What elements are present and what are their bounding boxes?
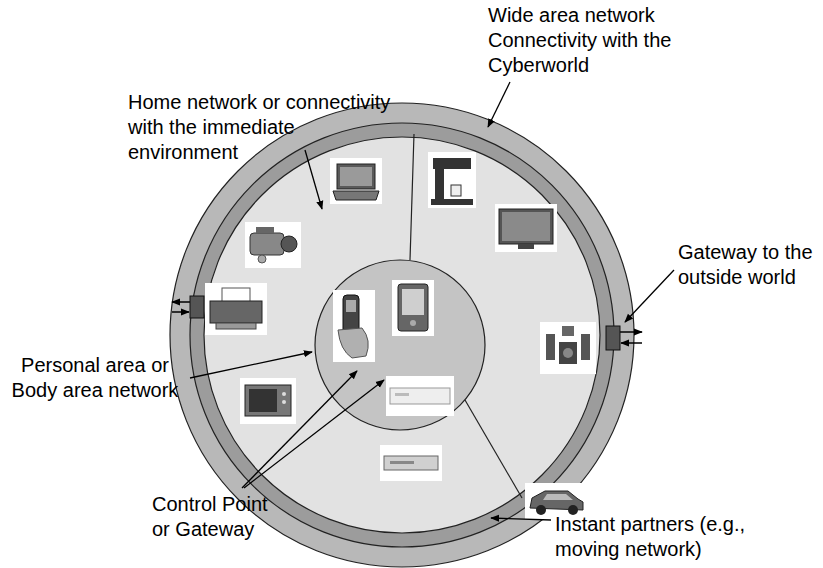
laptop-icon — [333, 191, 379, 200]
coffee-machine-icon — [451, 185, 461, 196]
gateway-right — [621, 342, 642, 344]
microwave-icon — [249, 389, 277, 412]
callout-label: Personal area or Body area network — [5, 353, 185, 403]
camcorder-icon — [245, 222, 301, 268]
car-icon — [536, 505, 546, 515]
speakers-icon — [546, 334, 555, 360]
pda-icon — [402, 289, 424, 315]
leader-lines — [488, 82, 510, 127]
callout-label: Instant partners (e.g., moving network) — [555, 512, 760, 562]
personal-area-disk — [315, 260, 485, 430]
camcorder-icon — [250, 233, 284, 255]
callout-label: Gateway to the outside world — [678, 240, 818, 290]
printer-icon — [205, 283, 267, 335]
coffee-machine-icon — [431, 199, 473, 205]
coffee-machine-icon — [435, 169, 444, 199]
dvd-player-icon — [380, 445, 442, 481]
gateway-left — [172, 311, 189, 313]
speakers-icon — [562, 326, 574, 336]
leader-lines — [305, 150, 322, 209]
coffee-machine-icon — [428, 152, 476, 208]
camcorder-icon — [281, 236, 297, 252]
gateway-right — [620, 331, 642, 333]
sector-divider — [410, 134, 414, 260]
mobile-phone-icon — [333, 290, 375, 362]
speakers-icon — [559, 342, 577, 364]
leader-lines — [625, 270, 674, 322]
microwave-icon — [240, 378, 296, 424]
set-top-box-icon — [395, 393, 409, 396]
home-disk — [204, 137, 600, 533]
microwave-icon — [245, 385, 291, 416]
speakers-icon — [563, 348, 573, 358]
set-top-box-icon — [390, 388, 450, 404]
sector-divider — [465, 400, 522, 498]
callout-label: Home network or connectivity with the im… — [128, 90, 400, 165]
camcorder-icon — [258, 255, 266, 263]
leader-lines — [242, 371, 357, 488]
printer-icon — [216, 323, 256, 329]
tv-icon — [518, 244, 534, 249]
set-top-box-icon — [386, 376, 454, 416]
car-icon — [543, 494, 573, 500]
mobile-phone-icon — [333, 290, 375, 362]
set-top-box-icon — [386, 376, 454, 416]
speakers-icon — [540, 322, 596, 374]
microwave-icon — [282, 400, 286, 404]
gateway-right — [606, 326, 620, 350]
gateway-left — [172, 296, 204, 318]
tv-icon — [495, 204, 557, 252]
pda-icon — [410, 320, 416, 326]
tv-icon — [495, 204, 557, 252]
dvd-player-icon — [384, 456, 438, 470]
gateway-right — [606, 326, 642, 350]
mobile-phone-icon — [338, 328, 368, 358]
pda-icon — [392, 280, 434, 336]
microwave-icon — [282, 392, 286, 396]
callout-label: Wide area network Connectivity with the … — [488, 3, 683, 78]
callout-label: Control Point or Gateway — [152, 492, 277, 542]
coffee-machine-icon — [433, 158, 471, 169]
tv-icon — [502, 212, 550, 241]
leader-lines — [491, 518, 551, 520]
camcorder-icon — [245, 222, 301, 268]
speakers-icon — [540, 322, 596, 374]
gateway-left — [190, 296, 204, 318]
pda-icon — [392, 280, 434, 336]
speakers-icon — [581, 334, 590, 360]
home-ring-band — [190, 123, 614, 547]
pda-icon — [398, 284, 428, 331]
camcorder-icon — [256, 227, 274, 233]
laptop-icon — [337, 164, 375, 189]
leader-lines — [190, 82, 674, 520]
printer-icon — [210, 301, 262, 323]
leader-lines — [190, 352, 312, 378]
microwave-icon — [240, 378, 296, 424]
tv-icon — [499, 209, 553, 244]
laptop-icon — [340, 167, 372, 186]
laptop-icon — [330, 158, 382, 204]
printer-icon — [205, 283, 267, 335]
dvd-player-icon — [380, 445, 442, 481]
leader-lines — [244, 380, 384, 488]
laptop-icon — [330, 158, 382, 204]
coffee-machine-icon — [428, 152, 476, 208]
dvd-player-icon — [390, 461, 414, 464]
mobile-phone-icon — [346, 300, 356, 312]
